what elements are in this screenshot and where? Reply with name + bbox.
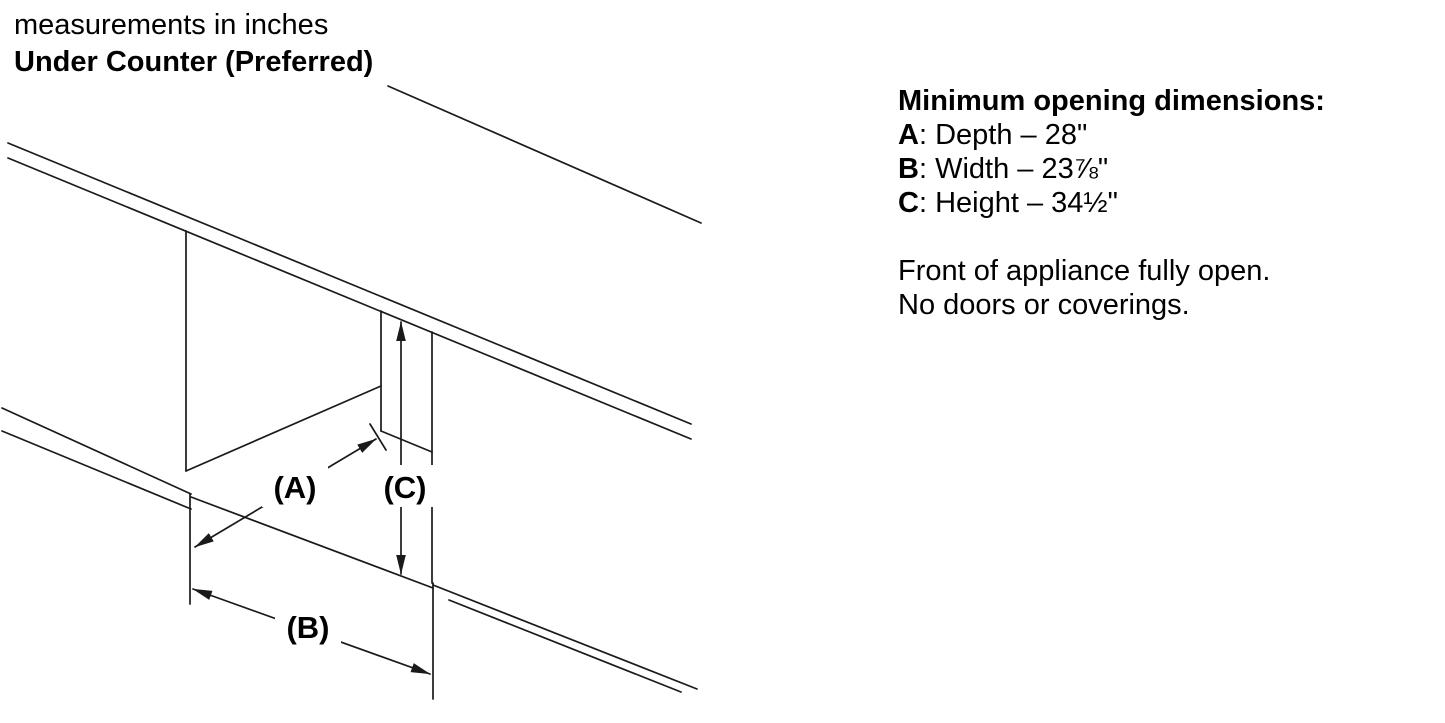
label-mask-a [262,465,328,507]
height-dimension-label: (C) [383,470,426,505]
specs-notes: Front of appliance fully open. No doors … [898,254,1325,322]
spec-depth-key: A [898,119,919,151]
units-note: measurements in inches [14,9,329,41]
spec-height-key: C [898,187,919,219]
right-side-bottom-line [380,430,433,453]
right-floor-upper-line [432,584,698,690]
specs-panel: Minimum opening dimensions: A: Depth – 2… [898,84,1325,322]
counter-back-edge-line [387,85,702,224]
opening-depth-interior-line [185,385,382,472]
specs-heading: Minimum opening dimensions: [898,85,1325,117]
under-counter-installation-diagram: (A) (C) (B) [1,85,702,700]
diagram-lines [1,85,702,700]
header: measurements in inches Under Counter (Pr… [14,8,373,79]
depth-dimension-label: (A) [273,470,316,505]
left-toe-upper-line [1,407,192,495]
depth-extension-tick [369,423,387,451]
spec-width: B: Width – 23⅞" [898,152,1325,186]
left-toe-lower-line [1,430,192,510]
right-floor-lower-line [448,599,682,693]
counter-front-bottom-line [7,157,692,440]
spec-width-key: B [898,153,919,185]
opening-floor-front-line [190,496,434,589]
spec-height: C: Height – 34½" [898,186,1325,220]
counter-front-top-line [7,142,692,425]
spec-depth: A: Depth – 28" [898,118,1325,152]
width-dimension-label: (B) [286,610,329,645]
page-title: Under Counter (Preferred) [14,46,374,78]
spec-depth-text: : Depth – 28" [918,119,1088,151]
spec-height-text: : Height – 34½" [918,187,1118,219]
label-mask-c [373,465,437,507]
specs-note-line-2: No doors or coverings. [898,289,1190,321]
label-mask-b [275,605,341,647]
spec-width-text: : Width – 23⅞" [918,153,1109,185]
specs-note-line-1: Front of appliance fully open. [898,255,1271,287]
